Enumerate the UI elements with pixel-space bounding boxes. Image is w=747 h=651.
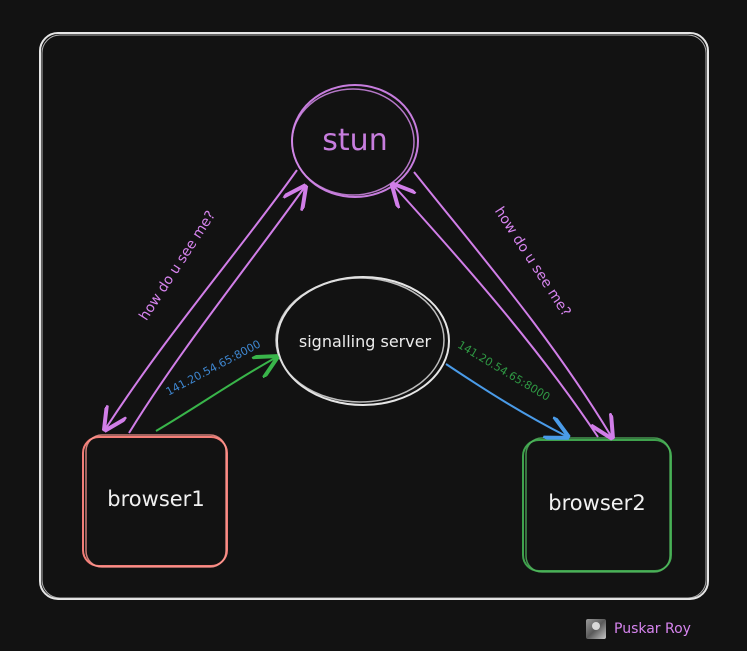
browser2-node: browser2 [522, 437, 672, 573]
right-ip-edge-label: 141.20.54.65:8000 [455, 338, 552, 403]
author-credit: Puskar Roy [586, 619, 691, 639]
signalling-to-browser2-arrow [445, 363, 566, 436]
stun-label: stun [322, 123, 387, 158]
left-stun-arrows [106, 169, 304, 433]
browser1-to-signalling-arrow [155, 358, 275, 432]
left-stun-edge-label: how do u see me? [136, 208, 219, 323]
browser1-node: browser1 [82, 434, 228, 568]
author-name: Puskar Roy [614, 621, 691, 637]
outer-frame [39, 32, 709, 600]
right-stun-edge-label: how do u see me? [491, 204, 574, 319]
browser2-label: browser2 [548, 491, 645, 515]
stun-node: stun [291, 84, 419, 198]
right-stun-arrows [394, 171, 611, 437]
signalling-server-node: signalling server [275, 276, 450, 406]
author-avatar-icon [586, 619, 606, 639]
left-ip-edge-label: 141.20.54.65:8000 [164, 337, 263, 398]
signalling-server-label: signalling server [299, 332, 432, 351]
browser1-label: browser1 [107, 487, 204, 511]
